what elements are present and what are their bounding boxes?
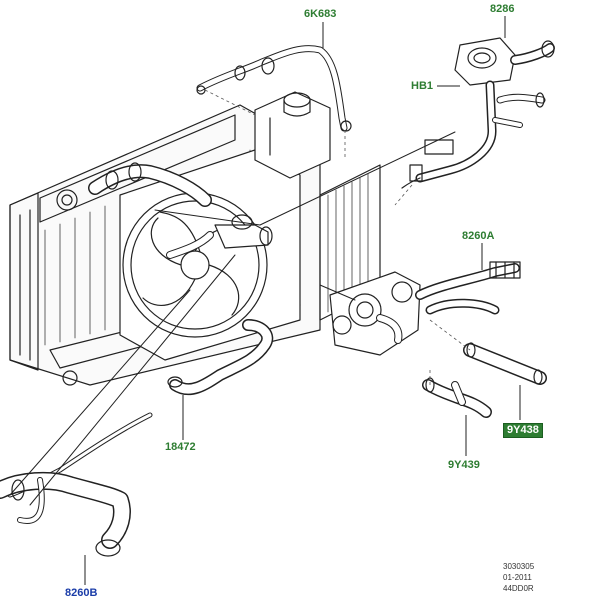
reference-line-3: 44DD0R: [503, 584, 534, 593]
callout-9y439: 9Y439: [448, 459, 480, 471]
hose-18472: [167, 319, 274, 396]
reference-block: 3030305 01-2011 44DD0R: [503, 561, 534, 594]
callout-8286: 8286: [490, 3, 515, 15]
hose-8286: [401, 37, 555, 189]
callout-8260a: 8260A: [462, 230, 495, 242]
central-hose-junction: [166, 214, 273, 259]
expansion-tank: [254, 91, 331, 179]
callout-18472: 18472: [165, 441, 196, 453]
hose-9y438: [463, 342, 547, 385]
dashed-reference-lines: [204, 89, 471, 385]
fan-shroud: [119, 149, 301, 361]
callout-6k683: 6K683: [304, 8, 337, 20]
thermostat-housing: [329, 271, 421, 356]
pointer-lines: [9, 131, 456, 506]
hose-8260b: [0, 471, 131, 557]
hose-8260a: [415, 261, 521, 315]
callout-8260b: 8260B: [65, 587, 98, 599]
reference-line-1: 3030305: [503, 562, 535, 571]
hose-6k683: [196, 45, 352, 132]
callout-hb1: HB1: [411, 80, 434, 92]
reference-line-2: 01-2011: [503, 573, 532, 582]
hose-upper-radiator: [88, 162, 212, 207]
callout-9y438: 9Y438: [503, 423, 543, 438]
leader-lines: [84, 16, 521, 585]
hose-9y439: [422, 377, 492, 418]
